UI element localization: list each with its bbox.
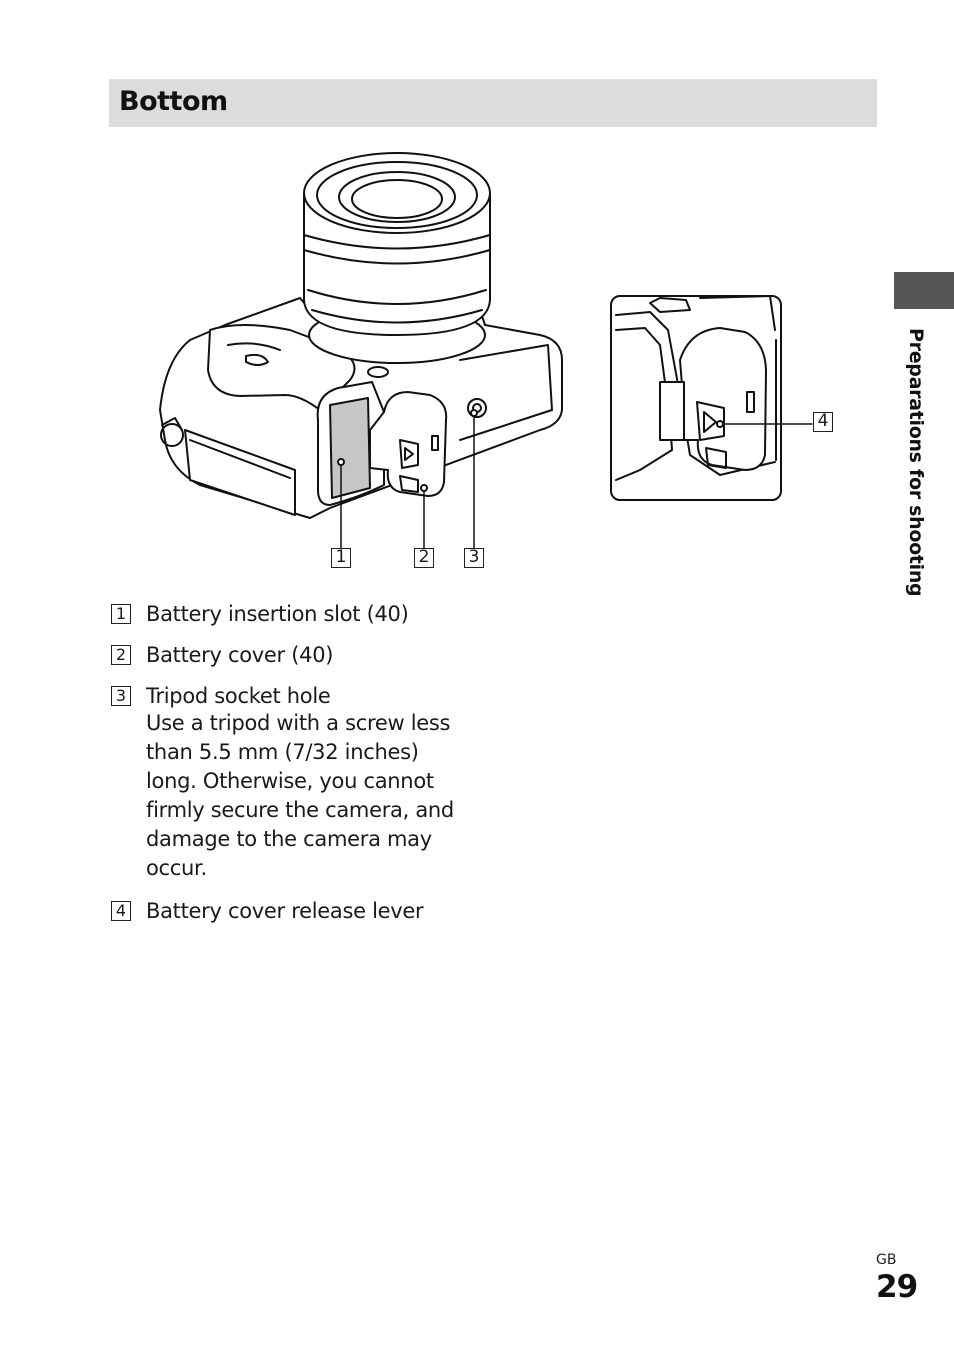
legend-item: 4 Battery cover release lever <box>111 898 531 924</box>
callout-3: 3 <box>464 548 484 568</box>
legend-item: 2 Battery cover (40) <box>111 642 531 668</box>
legend-number: 1 <box>111 604 131 624</box>
legend-label: Tripod socket hole <box>146 684 331 708</box>
battery-cover <box>369 391 448 497</box>
legend-label: Battery cover (40) <box>146 643 334 667</box>
section-title: Bottom <box>119 86 228 117</box>
legend-label: Battery insertion slot (40) <box>146 602 409 626</box>
legend-item: 3 Tripod socket hole Use a tripod with a… <box>111 683 531 883</box>
legend-number: 2 <box>111 645 131 665</box>
region-code: GB <box>876 1252 897 1268</box>
legend-number: 4 <box>111 901 131 921</box>
page-number: 29 <box>876 1269 918 1305</box>
legend-number: 3 <box>111 686 131 706</box>
legend-label: Battery cover release lever <box>146 899 424 923</box>
legend-description: Use a tripod with a screw less than 5.5 … <box>146 711 454 880</box>
parts-legend: 1 Battery insertion slot (40) 2 Battery … <box>111 601 531 939</box>
callout-1: 1 <box>331 548 351 568</box>
side-tab-label: Preparations for shooting <box>905 328 927 597</box>
legend-item: 1 Battery insertion slot (40) <box>111 601 531 627</box>
side-tab-marker <box>894 272 954 309</box>
section-header: Bottom <box>109 79 877 127</box>
callout-2: 2 <box>414 548 434 568</box>
callout-4: 4 <box>813 412 833 432</box>
camera-bottom-illustration <box>159 152 813 549</box>
